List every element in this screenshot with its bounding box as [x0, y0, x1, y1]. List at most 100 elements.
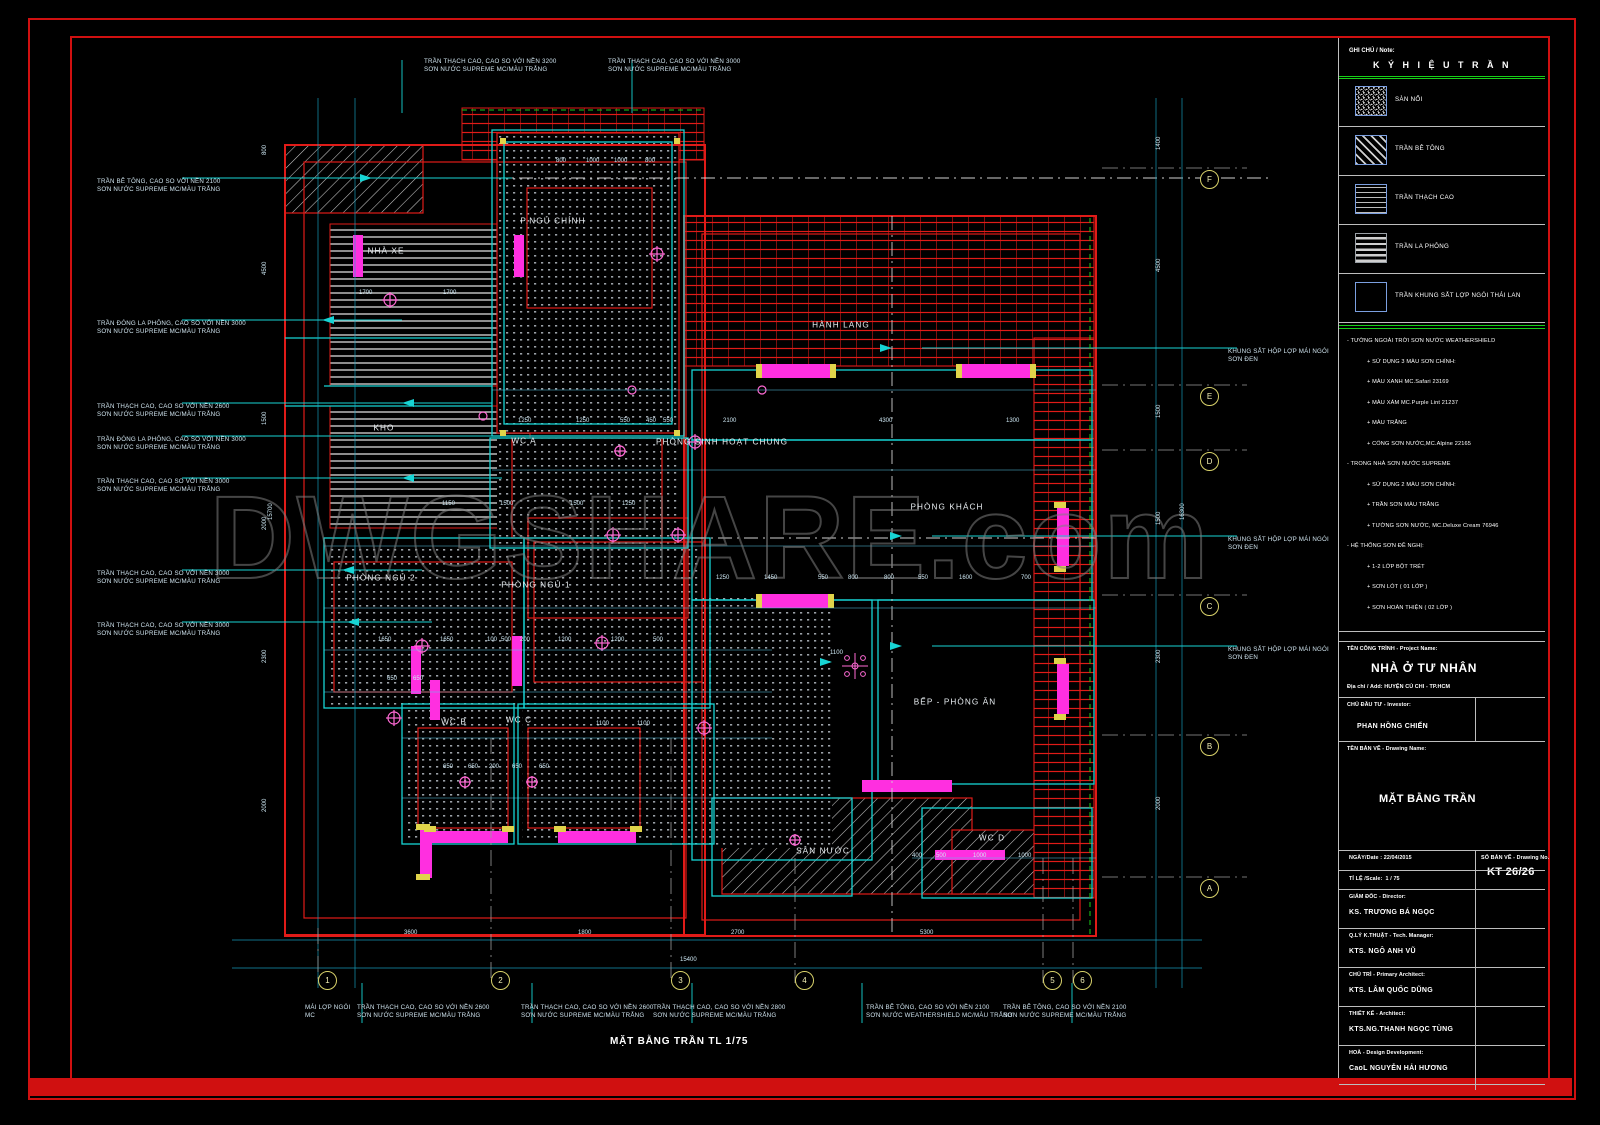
dimension-inline: 1250 [518, 418, 532, 424]
grid-bubble-A[interactable]: A [1200, 879, 1219, 898]
dimension-left: 800 [262, 144, 268, 155]
tb-divider [1339, 870, 1545, 871]
dimension-inline: 1000 [1018, 853, 1032, 859]
divider-notes-bottom [1339, 631, 1545, 632]
dimension-left: 4500 [262, 261, 268, 275]
staff-name[interactable]: KS. TRƯƠNG BÁ NGỌC [1349, 909, 1435, 916]
grid-bubble-B[interactable]: B [1200, 737, 1219, 756]
dimension-bottom: 3600 [404, 930, 418, 936]
note-header: GHI CHÚ / Note: [1349, 48, 1395, 54]
grid-bubble-D[interactable]: D [1200, 452, 1219, 471]
dimension-inline: 400 [912, 853, 923, 859]
staff-name[interactable]: KTS. NGÔ ANH VŨ [1349, 948, 1416, 955]
dimension-inline: 200 [520, 637, 531, 643]
tb-divider [1339, 928, 1545, 929]
dimension-inline: 1000 [973, 853, 987, 859]
room-label: HÀNH LANG [812, 320, 870, 330]
spec-note: + MÀU XANH MC.Safari 23169 [1367, 379, 1449, 385]
dimension-inline: 500 [653, 637, 664, 643]
sheetno-value[interactable]: KT 26/26 [1487, 866, 1535, 878]
dimension-inline: 1100 [596, 721, 609, 727]
room-label: PHÒNG SINH HOẠT CHUNG [655, 437, 789, 447]
grid-bubble-F[interactable]: F [1200, 170, 1219, 189]
dimension-inline: 2100 [723, 418, 737, 424]
sheet-border-outer [28, 18, 1576, 1100]
dimension-overall-right: 16300 [1180, 503, 1186, 520]
legend-divider [1339, 224, 1545, 225]
legend-row-1: TRẦN BÊ TÔNG [1339, 129, 1545, 170]
divider-green-mid [1339, 325, 1545, 326]
divider-green-mid2 [1339, 328, 1545, 329]
investor-name[interactable]: PHAN HỒNG CHIẾN [1357, 723, 1429, 730]
staff-name[interactable]: KTS.NG.THANH NGỌC TÙNG [1349, 1026, 1454, 1033]
room-label: P.NGỦ CHÍNH [520, 216, 586, 226]
staff-name[interactable]: CaoL NGUYỄN HẢI HƯƠNG [1349, 1065, 1448, 1072]
room-label: WC D [978, 833, 1006, 843]
staff-name[interactable]: KTS. LÂM QUỐC DŨNG [1349, 987, 1433, 994]
legend-swatch-noise-pattern [1355, 86, 1387, 116]
dimension-inline: 1000 [586, 158, 600, 164]
spec-note: - HỆ THỐNG SƠN ĐỀ NGHỊ: [1347, 543, 1424, 549]
spec-note: + 1-2 LỚP BỘT TRÉT [1367, 563, 1425, 570]
staff-caption: Q.LÝ K.THUẬT - Tech. Manager: [1349, 933, 1434, 939]
tb-vline [1475, 697, 1476, 741]
dimension-inline: 1500 [500, 501, 514, 507]
grid-bubble-1[interactable]: 1 [318, 971, 337, 990]
legend-label: TRẦN BÊ TÔNG [1395, 145, 1445, 152]
dimension-inline: 1650 [440, 637, 454, 643]
grid-bubble-2[interactable]: 2 [491, 971, 510, 990]
tb-divider [1339, 1045, 1545, 1046]
legend-title: K Ý H I Ệ U T R Ầ N [1373, 60, 1512, 70]
dimension-inline: 700 [1021, 575, 1032, 581]
grid-bubble-5[interactable]: 5 [1043, 971, 1062, 990]
grid-bubble-6[interactable]: 6 [1073, 971, 1092, 990]
tb-divider [1339, 641, 1545, 642]
room-label: PHÒNG KHÁCH [910, 502, 984, 512]
room-label: KHO [373, 423, 395, 433]
dimension-inline: 500 [936, 853, 947, 859]
legend-swatch-empty-box [1355, 282, 1387, 312]
spec-note: + SỬ DỤNG 3 MÀU SƠN CHÍNH: [1367, 358, 1456, 365]
dimension-inline: 550 [663, 418, 674, 424]
legend-divider [1339, 273, 1545, 274]
drawing-name[interactable]: MẶT BẰNG TRẦN [1379, 793, 1476, 805]
floor-plan-drawing[interactable] [72, 38, 1332, 1076]
dimension-overall-bottom: 15400 [680, 957, 697, 963]
tb-divider [1339, 967, 1545, 968]
dimension-right: 2300 [1156, 649, 1162, 663]
dimension-inline: 450 [646, 418, 657, 424]
grid-bubble-3[interactable]: 3 [671, 971, 690, 990]
dimension-bottom: 5300 [920, 930, 934, 936]
dimension-inline: 500 [501, 637, 512, 643]
dimension-left: 1500 [262, 411, 268, 425]
tb-divider [1339, 889, 1545, 890]
dimension-right: 1400 [1156, 136, 1162, 150]
dimension-inline: 800 [645, 158, 656, 164]
dimension-bottom: 1800 [578, 930, 592, 936]
dimension-inline: 650 [387, 676, 398, 682]
room-label: NHÀ XE [367, 246, 405, 256]
staff-caption: GIÁM ĐỐC - Director: [1349, 894, 1406, 900]
dimension-inline: 1100 [637, 721, 650, 727]
dimension-inline: 1250 [622, 501, 636, 507]
dimension-inline: 550 [818, 575, 829, 581]
dimension-inline: 200 [489, 764, 500, 770]
tb-divider [1339, 1006, 1545, 1007]
dimension-inline: 1000 [614, 158, 628, 164]
dimension-overall-left: 15700 [268, 503, 274, 520]
room-label: BẾP - PHÒNG ĂN [913, 697, 997, 707]
dimension-right: 2000 [1156, 796, 1162, 810]
grid-bubble-C[interactable]: C [1200, 597, 1219, 616]
dimension-inline: 800 [848, 575, 859, 581]
grid-bubble-4[interactable]: 4 [795, 971, 814, 990]
project-name[interactable]: NHÀ Ở TƯ NHÂN [1371, 661, 1477, 675]
grid-bubble-E[interactable]: E [1200, 387, 1219, 406]
legend-swatch-dotted-grid [1355, 184, 1387, 214]
